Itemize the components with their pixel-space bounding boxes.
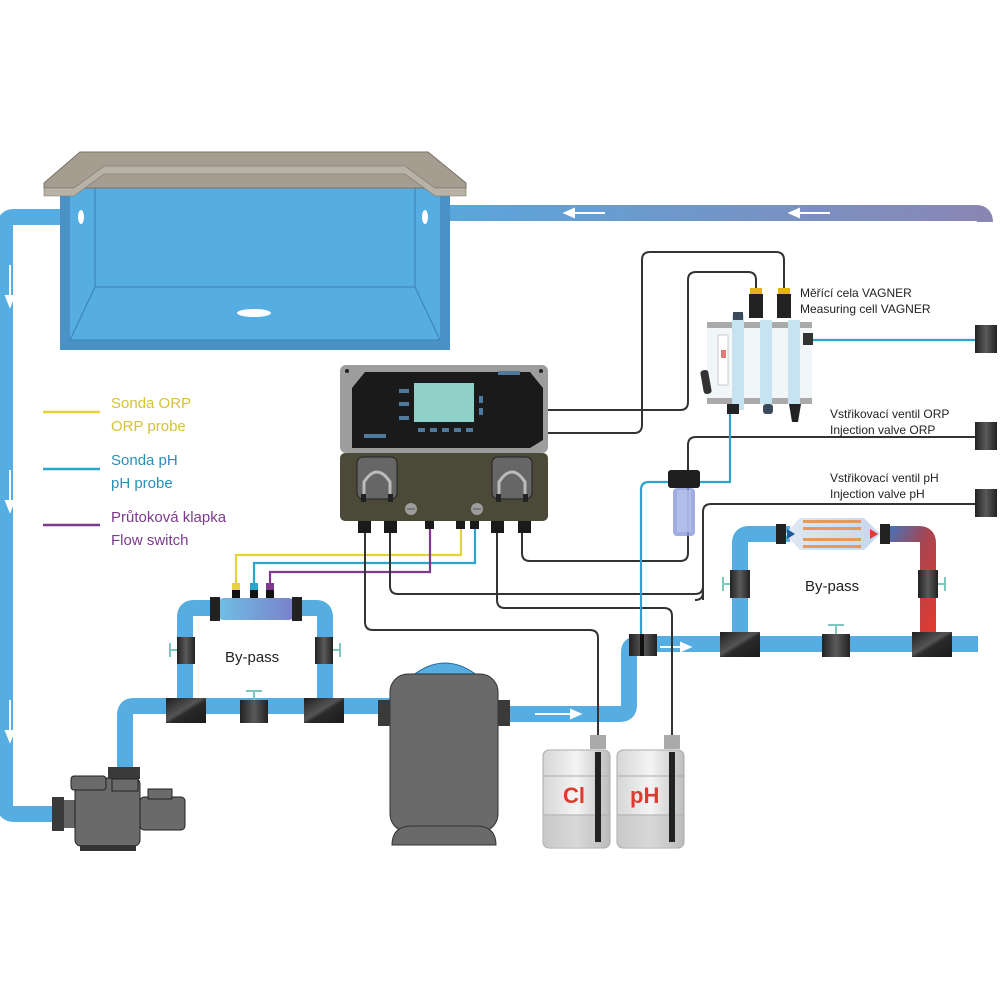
pipe-return-top [450,205,993,223]
bypass-right-label: By-pass [805,578,859,595]
peristaltic-pump-right [491,456,533,502]
cable-flow [268,525,432,590]
injection-orp-label-en: Injection valve ORP [830,423,935,437]
probe-holder [210,583,302,621]
arrow-down-icon [4,700,16,744]
dosing-controller [340,365,548,533]
arrow-down-icon [4,265,16,309]
skimmer-left [78,210,84,224]
legend-orp-line2: ORP probe [111,418,186,435]
cable-cell-probe-2 [548,251,785,434]
controller-button[interactable] [418,428,425,432]
pipe-bypass-right-cold [732,526,790,644]
controller-button[interactable] [430,428,437,432]
controller-button[interactable] [399,402,409,406]
measuring-cell-label-cz: Měřící cela VAGNER [800,286,912,300]
cable-cell-probe-1 [548,271,757,411]
canister-ph: pH [616,735,685,849]
arrow-right-icon [535,708,583,720]
legend-ph-line1: Sonda pH [111,452,178,469]
controller-button[interactable] [442,428,449,432]
legend-item-flow: Průtoková klapka Flow switch [43,509,227,549]
cable-injection-orp [521,436,978,562]
controller-button[interactable] [399,416,409,420]
cable-dosing-cl [364,525,599,740]
pipe-bypass-right-hot [880,526,936,644]
legend-flow-line2: Flow switch [111,532,189,549]
cable-injection-ph [694,503,978,601]
controller-button[interactable] [454,428,461,432]
peristaltic-pump-left [356,456,398,502]
pipe-pump-to-filter [117,698,395,770]
legend-orp-line1: Sonda ORP [111,395,191,412]
injection-ph-label-cz: Vstřikovací ventil pH [830,471,939,485]
legend-ph-line2: pH probe [111,475,173,492]
circulation-pump [52,767,186,851]
arrow-down-icon [4,470,16,514]
injection-orp-label-cz: Vstřikovací ventil ORP [830,407,949,421]
controller-button[interactable] [399,389,409,393]
cable-bypass-ph [389,525,704,600]
measuring-cell: Měřící cela VAGNER Measuring cell VAGNER [700,286,931,422]
fittings [166,325,997,723]
injection-ph-label-en: Injection valve pH [830,487,925,501]
controller-button[interactable] [479,396,483,403]
controller-button[interactable] [479,408,483,415]
return-nozzle-right [422,210,428,224]
measuring-cell-label-en: Measuring cell VAGNER [800,302,931,316]
legend-flow-line1: Průtoková klapka [111,509,227,526]
bypass-left-label: By-pass [225,649,279,666]
controller-button[interactable] [466,428,473,432]
canister-cl-label: Cl [563,783,585,808]
sample-line-in [639,480,668,644]
legend-item-orp: Sonda ORP ORP probe [43,395,191,435]
pipe-network [0,205,993,822]
canister-ph-label: pH [630,783,659,808]
legend: Sonda ORP ORP probe Sonda pH pH probe Pr… [43,395,227,549]
arrow-left-icon [562,207,605,219]
heat-exchanger [776,518,890,550]
controller-display [414,383,474,422]
legend-item-ph: Sonda pH pH probe [43,452,178,492]
swimming-pool [43,151,467,350]
arrow-left-icon [787,207,830,219]
controller-buttons [364,371,520,438]
cables [234,251,978,740]
flow-arrows [4,207,991,744]
sample-line-to-cell [698,408,732,484]
main-drain [237,309,271,317]
sample-prefilter [668,470,700,536]
cable-orp [234,525,463,590]
sand-filter [378,662,510,846]
pipe-pool-to-pump [0,209,80,822]
cable-dosing-ph [496,525,673,740]
canister-cl: Cl [542,735,611,849]
arrow-up-icon [979,276,991,315]
